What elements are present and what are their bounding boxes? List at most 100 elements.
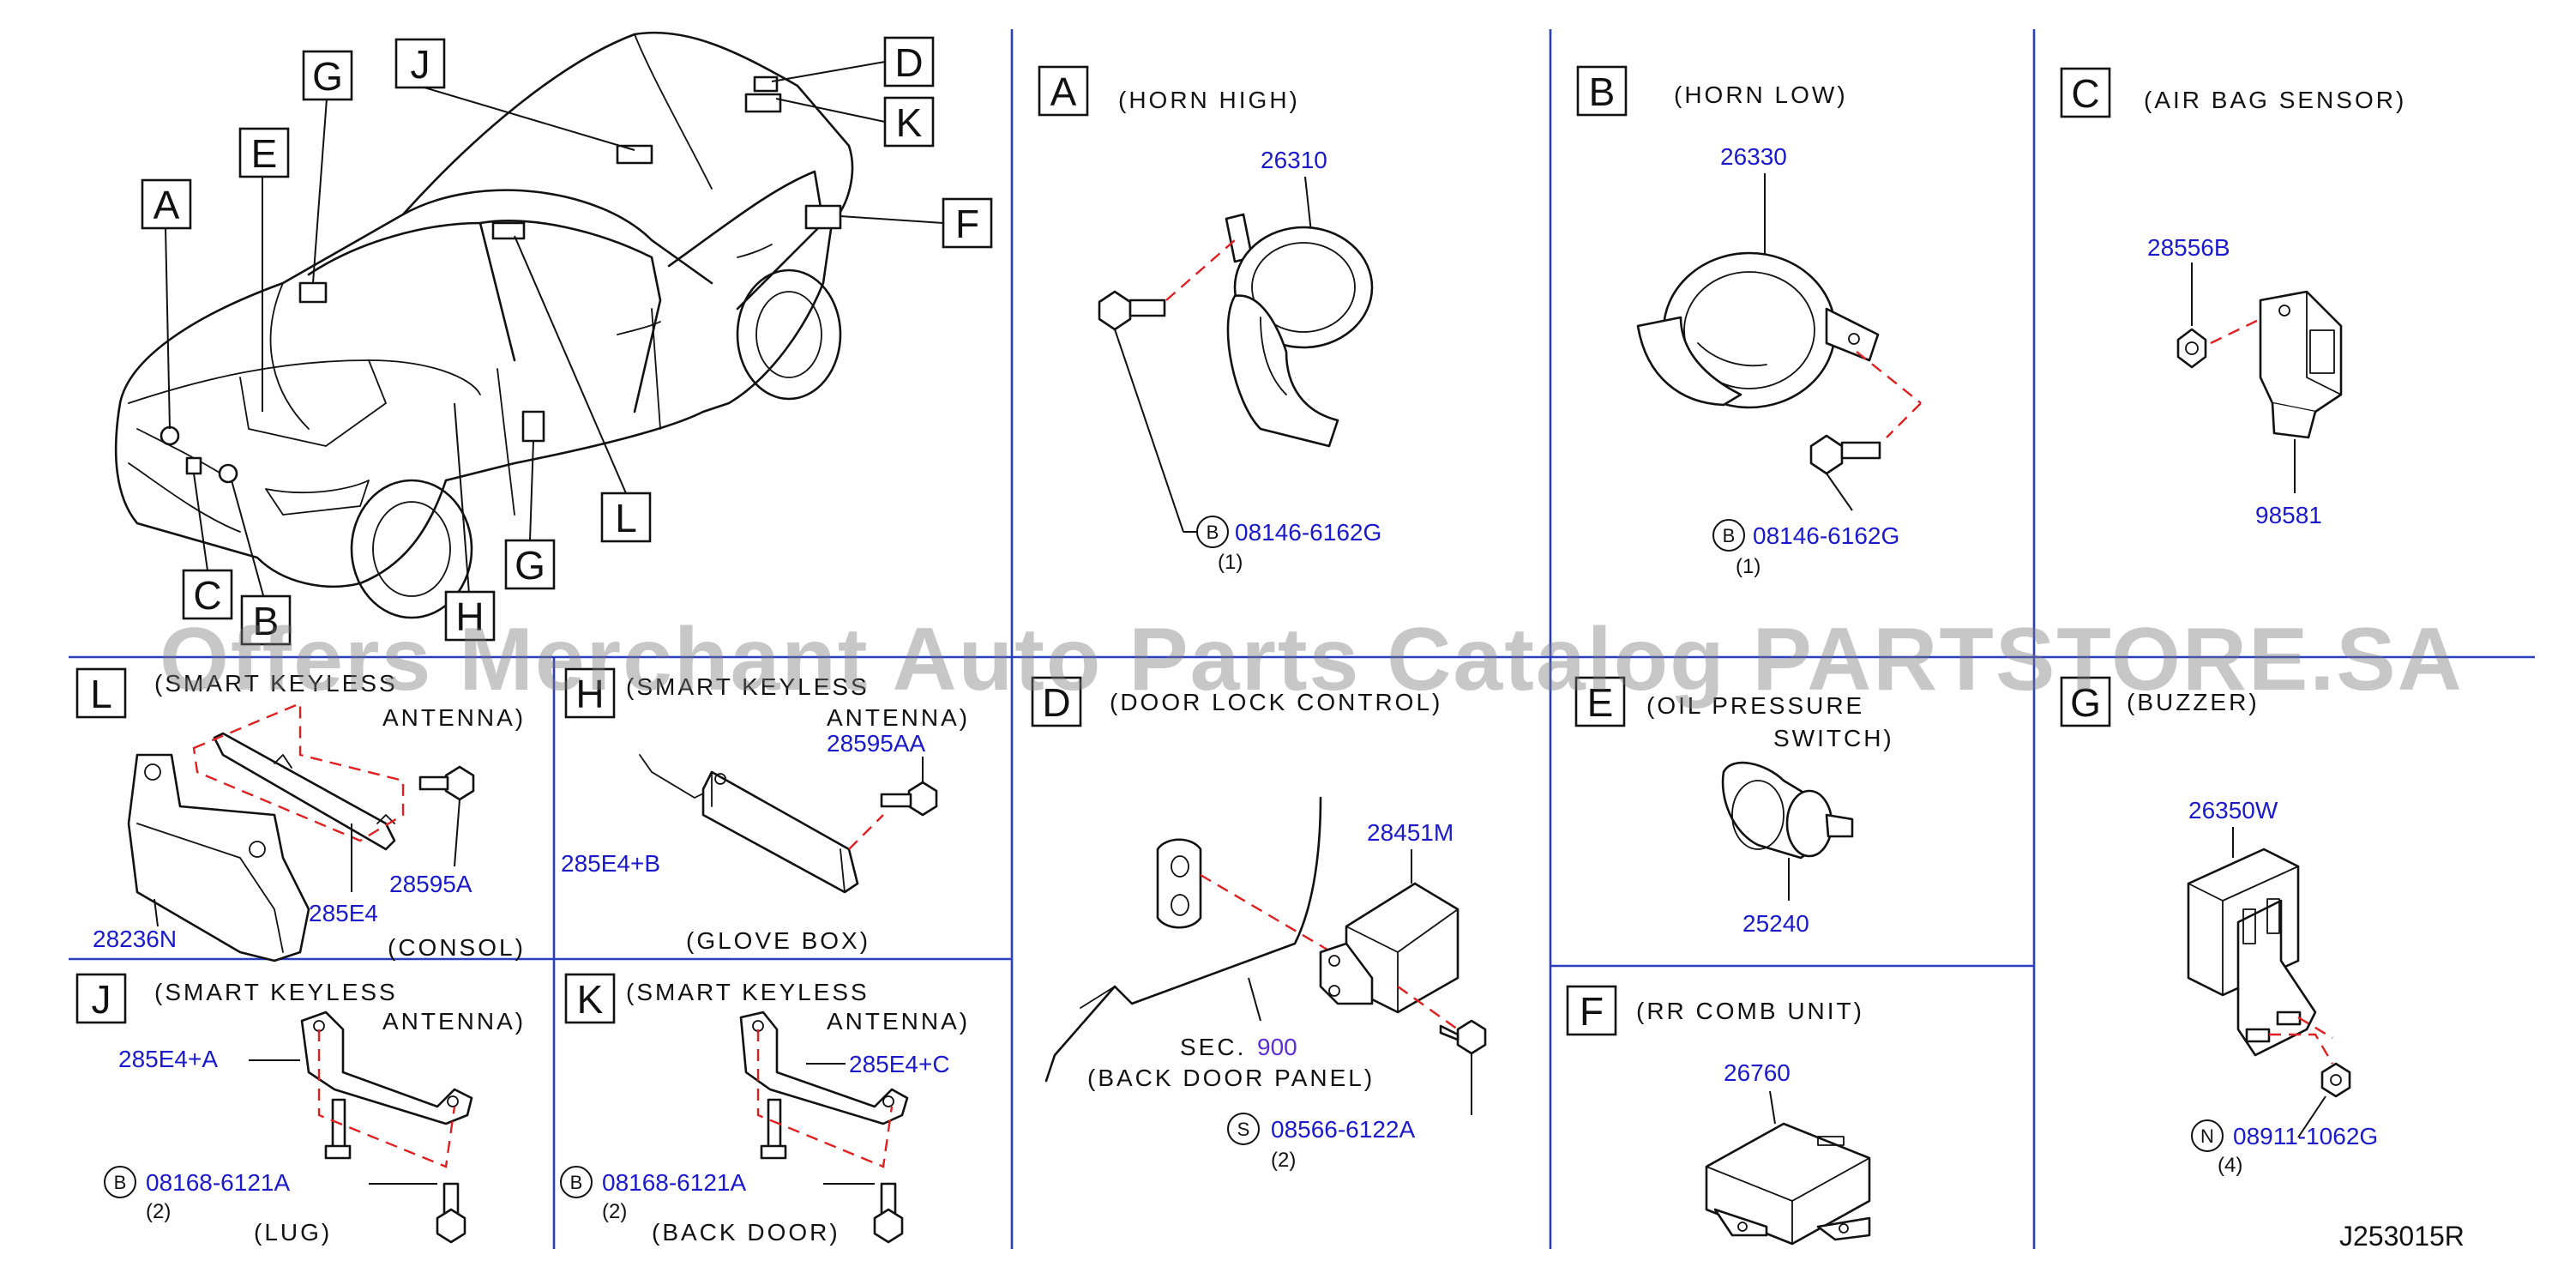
panel-l-location: (CONSOL) [388,934,526,961]
part-28595a[interactable]: 28595A [389,871,472,897]
section-ref-name: (BACK DOOR PANEL) [1087,1065,1375,1091]
panel-j-letter-box: J [75,973,127,1024]
overview-label-f[interactable]: F [942,197,993,249]
panel-b-symbol: B [1723,525,1736,546]
overview-label-g-bottom[interactable]: G [504,539,556,590]
panel-g-qty: (4) [2218,1154,2242,1177]
panel-h-title-line1: (SMART KEYLESS [626,673,870,700]
svg-text:H: H [455,594,484,639]
overview-antenna-l-marker [491,221,526,240]
part-28556b[interactable]: 28556B [2147,234,2230,261]
panel-a-horn-high: A (HORN HIGH) 26310 B 08146-6162G (1) [1038,65,1381,574]
svg-text:D: D [1042,680,1070,725]
svg-text:G: G [515,543,545,588]
vehicle-overview [114,31,944,619]
panel-j-title-line2: ANTENNA) [382,1008,526,1035]
overview-label-a[interactable]: A [141,178,192,230]
panel-k-qty: (2) [602,1200,627,1223]
panel-g-title: (BUZZER) [2127,689,2260,715]
panel-a-title: (HORN HIGH) [1118,87,1300,113]
oil-switch-drawing [1721,761,1854,860]
part-285e4[interactable]: 285E4 [309,900,378,926]
panel-a-symbol: B [1207,522,1219,543]
panel-b-qty: (1) [1736,555,1760,578]
part-25240[interactable]: 25240 [1742,910,1809,937]
overview-label-k[interactable]: K [883,96,935,148]
panel-j-symbol: B [114,1172,127,1193]
part-08146-6162g-a[interactable]: 08146-6162G [1235,519,1381,546]
overview-horn-marker [159,425,180,446]
part-08911-1062g[interactable]: 08911-1062G [2233,1123,2378,1149]
part-285e4-a[interactable]: 285E4+A [118,1046,218,1072]
overview-label-b[interactable]: B [240,594,292,646]
part-08168-6121a-j[interactable]: 08168-6121A [146,1169,290,1196]
part-28595aa[interactable]: 28595AA [827,730,926,757]
part-285e4-b[interactable]: 285E4+B [561,850,660,877]
overview-buzzer-marker [298,281,328,304]
panel-d-qty: (2) [1271,1149,1296,1172]
panel-c-letter-box: C [2060,67,2111,118]
panel-e-oil-pressure-switch: E (OIL PRESSURE SWITCH) 25240 [1574,676,1892,937]
panel-a-qty: (1) [1218,551,1243,574]
overview-label-d[interactable]: D [883,36,935,87]
panel-j-location: (LUG) [254,1219,332,1246]
part-26310[interactable]: 26310 [1261,147,1327,173]
overview-label-e[interactable]: E [238,127,290,178]
section-ref-900[interactable]: 900 [1257,1034,1297,1060]
panel-l-smart-keyless-consol: L (SMART KEYLESS ANTENNA) 28595A 285E4 2… [75,667,526,962]
overview-label-l[interactable]: L [600,492,652,543]
part-28451m[interactable]: 28451M [1367,819,1454,846]
part-26760[interactable]: 26760 [1724,1059,1791,1086]
panel-d-door-lock-control: D (DOOR LOCK CONTROL) 28451M [1031,676,1487,1172]
door-lock-bracket [1156,838,1202,929]
panel-h-title-line2: ANTENNA) [827,704,970,731]
panel-e-letter-box: E [1574,676,1626,727]
glovebox-bolt [880,781,938,817]
part-26330[interactable]: 26330 [1720,143,1787,170]
consol-bolt [418,765,475,801]
part-08566-6122a[interactable]: 08566-6122A [1271,1116,1415,1143]
panel-k-symbol: B [570,1172,583,1193]
horn-high-drawing [1225,213,1374,448]
panel-b-title: (HORN LOW) [1674,81,1848,108]
diagram-code: J253015R [2339,1221,2465,1252]
svg-text:D: D [894,40,923,85]
panel-f-letter-box: F [1566,985,1617,1036]
part-26350w[interactable]: 26350W [2188,797,2278,824]
panel-k-letter-box: K [564,973,616,1024]
overview-rr-comb-marker [804,204,842,230]
backdoor-bolt [873,1182,904,1244]
panel-g-letter-box: G [2060,676,2111,727]
panel-j-smart-keyless-lug: J (SMART KEYLESS ANTENNA) 285E4+A B 0816… [75,973,526,1246]
overview-label-h[interactable]: H [444,590,496,642]
glovebox-antenna-drawing [639,754,859,894]
panel-h-letter-box: H [564,667,616,719]
overview-label-j[interactable]: J [394,38,446,89]
airbag-nut [2176,328,2207,369]
svg-text:B: B [253,599,280,643]
overview-label-c[interactable]: C [182,569,233,620]
panel-h-location: (GLOVE BOX) [686,927,870,954]
panel-l-title-line2: ANTENNA) [382,704,526,731]
svg-text:J: J [411,42,430,87]
panel-l-title-line1: (SMART KEYLESS [154,670,398,697]
consol-antenna-drawing [127,732,396,962]
part-285e4-c[interactable]: 285E4+C [849,1051,950,1077]
part-08146-6162g-b[interactable]: 08146-6162G [1753,522,1899,549]
rr-comb-unit-drawing [1705,1122,1871,1246]
panel-f-rr-comb-unit: F (RR COMB UNIT) 26760 [1566,985,1871,1246]
panel-d-letter-box: D [1031,676,1082,727]
part-98581[interactable]: 98581 [2255,502,2322,528]
panel-j-qty: (2) [146,1200,171,1223]
panel-b-horn-low: B (HORN LOW) 26330 B 08146-6162G (1) [1576,65,1922,578]
panel-k-title-line2: ANTENNA) [827,1008,970,1035]
buzzer-drawing [2187,848,2317,1057]
panel-a-letter-box: A [1038,65,1089,117]
part-08168-6121a-k[interactable]: 08168-6121A [602,1169,746,1196]
overview-antenna-k-marker [744,93,782,113]
panel-d-title: (DOOR LOCK CONTROL) [1110,689,1442,715]
overview-label-g-top[interactable]: G [302,50,353,101]
part-28236n[interactable]: 28236N [93,926,177,952]
overview-door-lock-marker [753,75,779,93]
